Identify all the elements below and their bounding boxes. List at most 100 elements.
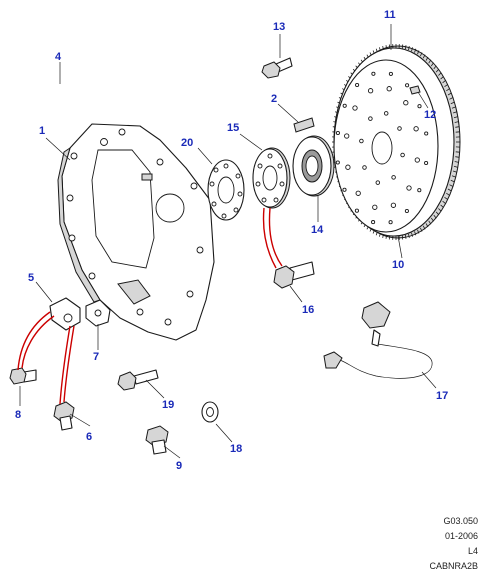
callout-6: 6 (86, 431, 92, 443)
gear-tooth (440, 76, 444, 80)
flex-plate-hole (404, 208, 409, 214)
gear-tooth (435, 211, 440, 216)
gear-tooth (411, 47, 413, 52)
callout-19: 19 (162, 399, 174, 411)
plug-6 (53, 401, 75, 431)
assembly-links (17, 207, 283, 405)
cover-plate-small (85, 299, 111, 327)
ring-14 (292, 135, 335, 197)
gear-tooth (414, 231, 417, 236)
reference-illustration-id: CABNRA2B (429, 561, 478, 571)
reference-model: L4 (467, 546, 478, 556)
flex-plate-hole (342, 187, 347, 192)
flex-plate-holes (335, 71, 429, 225)
flex-plate-hole (371, 220, 376, 225)
flex-plate-hole (342, 103, 347, 108)
flex-plate-hole (371, 71, 376, 76)
callout-17: 17 (436, 390, 448, 402)
gear-tooth (451, 106, 456, 109)
spacer-15 (252, 147, 291, 209)
gasket-20 (207, 159, 245, 221)
flex-plate-hole (345, 164, 351, 170)
gear-tooth (447, 188, 452, 192)
gear-tooth (425, 56, 429, 61)
gear-tooth (438, 208, 442, 212)
sensor-17 (323, 301, 433, 379)
gear-tooth (450, 101, 455, 105)
gear-tooth (440, 204, 444, 208)
gear-tooth (442, 200, 446, 205)
gear-tooth (450, 179, 455, 183)
plug-9 (145, 425, 169, 455)
gear-tooth (449, 184, 454, 187)
callout-7: 7 (93, 351, 99, 363)
gear-tooth (438, 72, 442, 76)
gear-tooth (452, 170, 458, 173)
flex-plate-hole (417, 188, 422, 193)
callout-9: 9 (176, 460, 182, 472)
callout-20: 20 (181, 137, 193, 149)
flex-plate-hole (413, 126, 419, 132)
flex-plate-hole (355, 82, 360, 88)
callout-numbers: 1 2 4 5 6 7 8 9 10 11 12 13 14 15 16 17 … (15, 9, 448, 472)
gear-tooth (422, 225, 426, 230)
gear-tooth (453, 165, 458, 168)
bolt-16 (273, 261, 315, 289)
cover-plate (49, 297, 81, 331)
gear-tooth (430, 62, 434, 67)
gear-tooth (428, 59, 432, 64)
flex-plate-hole (414, 157, 420, 163)
flex-plate-hole (386, 86, 392, 92)
flex-plate-hole (397, 126, 402, 131)
callout-11: 11 (384, 9, 396, 21)
reference-date: 01-2006 (444, 531, 478, 541)
bolt-8 (9, 367, 37, 385)
gear-tooth (452, 111, 458, 114)
flex-plate-hole (403, 100, 409, 106)
flex-plate-hole (344, 133, 350, 139)
flex-plate-hole (391, 175, 396, 180)
flex-plate-hole (383, 111, 389, 116)
gear-tooth (425, 223, 429, 228)
adapter-plate (57, 123, 215, 341)
gear-tooth (455, 126, 460, 128)
gear-tooth (444, 196, 449, 200)
gear-tooth (414, 48, 417, 53)
gear-tooth (405, 234, 407, 239)
gear-tooth (408, 233, 410, 238)
gear-tooth (420, 52, 423, 57)
flex-plate-hole (405, 83, 410, 88)
bolt-19 (117, 369, 159, 391)
leader-lines (19, 24, 437, 459)
gear-tooth (442, 79, 446, 84)
bolt-13 (261, 57, 293, 79)
flex-plate-hole (335, 160, 340, 165)
gear-tooth (422, 54, 426, 59)
gear-tooth (428, 220, 432, 225)
gear-tooth (455, 156, 460, 158)
gear-tooth (449, 97, 454, 100)
flex-plate-hole (362, 165, 367, 170)
reference-code: G03.050 (443, 516, 478, 526)
flex-plate-hole (335, 130, 340, 136)
flex-plate-hole (352, 105, 358, 111)
flex-plate-hole (359, 138, 364, 144)
flex-plate-hole (390, 202, 397, 208)
callout-4: 4 (55, 51, 62, 63)
gear-tooth (405, 45, 407, 50)
flex-plate-hole (355, 190, 361, 196)
gear-tooth (408, 46, 410, 51)
gear-tooth (444, 84, 449, 88)
flex-plate (332, 44, 461, 240)
gear-tooth (411, 232, 413, 237)
callout-14: 14 (311, 224, 324, 236)
flex-plate-hole (406, 185, 412, 191)
flex-plate-hole (388, 71, 393, 76)
gear-tooth (454, 121, 459, 123)
flex-plate-hole (417, 104, 422, 109)
flex-plate-hole (354, 208, 359, 213)
gear-tooth (430, 217, 434, 222)
gear-tooth (420, 227, 423, 232)
gear-tooth (451, 175, 456, 178)
